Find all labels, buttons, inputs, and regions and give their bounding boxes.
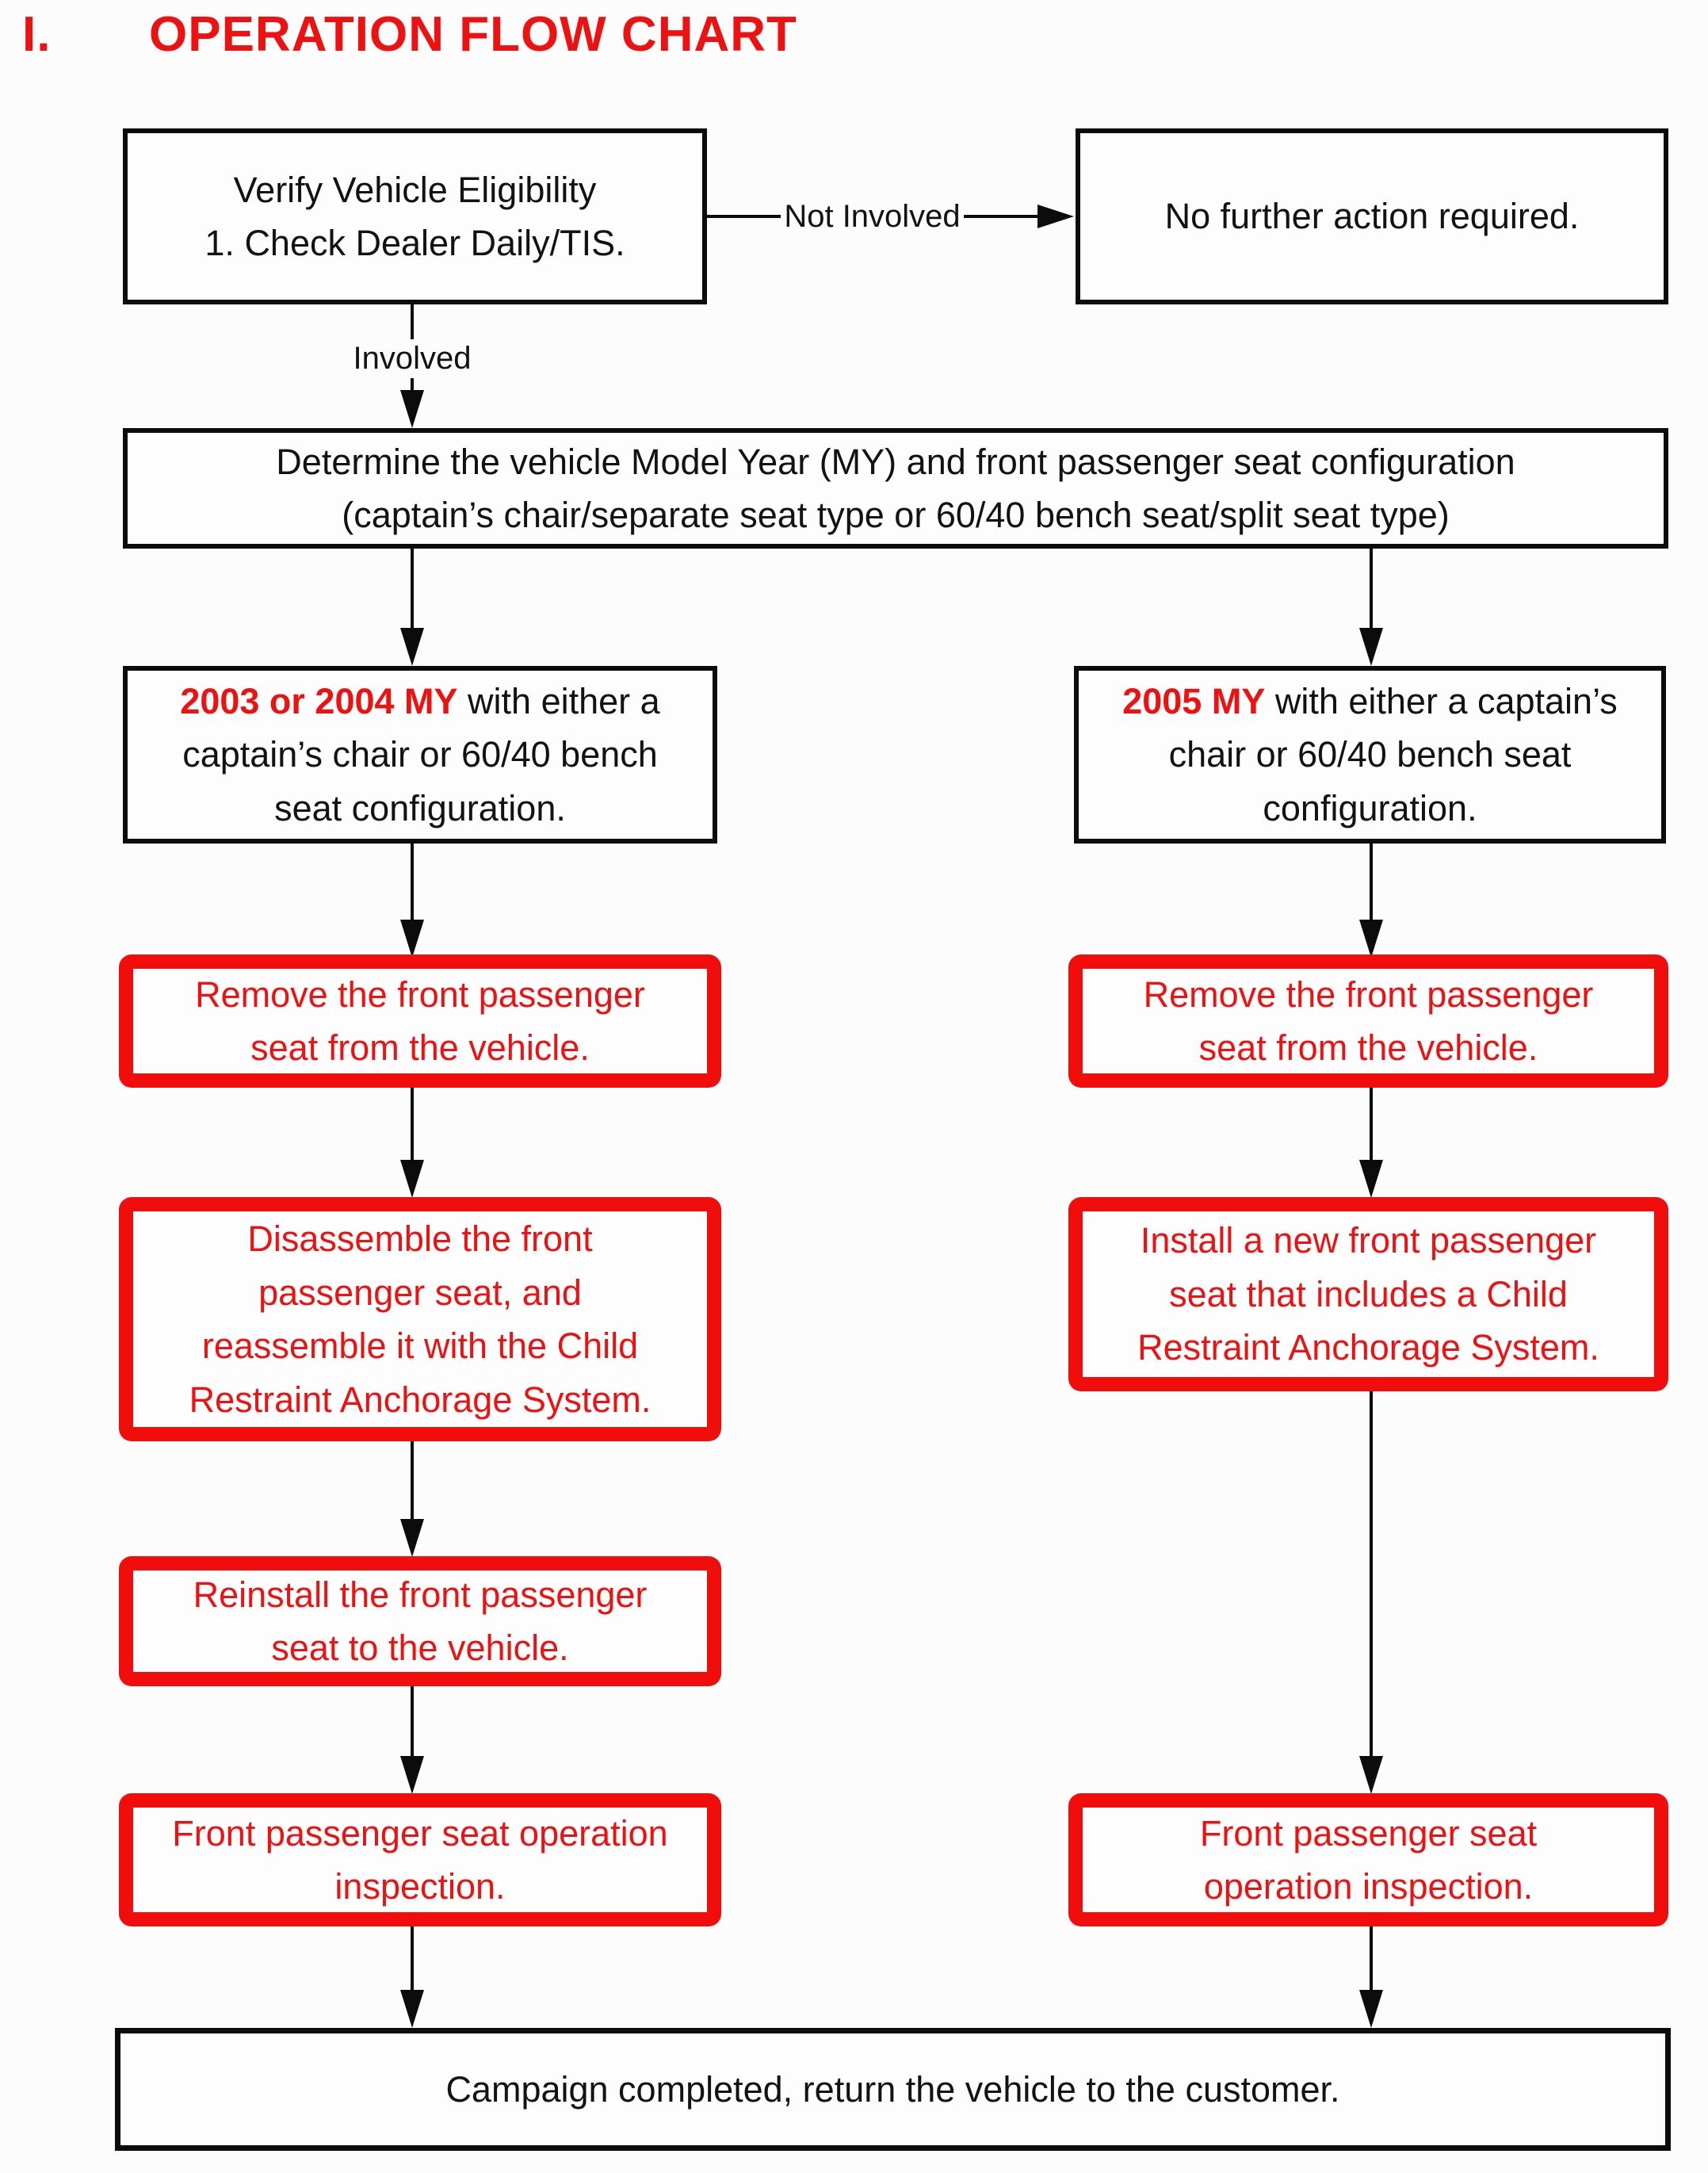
box-text-line: Verify Vehicle Eligibility xyxy=(233,169,597,210)
box-text-line: Determine the vehicle Model Year (MY) an… xyxy=(276,441,1515,482)
arrow-down-icon xyxy=(1359,1990,1383,2028)
box-text-segment: with either a captain’s xyxy=(1265,680,1618,721)
arrow-down-icon xyxy=(1359,1756,1383,1794)
box-text-line: (captain’s chair/separate seat type or 6… xyxy=(342,495,1450,535)
box-text-line: 2005 MY with either a captain’s xyxy=(1122,675,1618,729)
connector-line xyxy=(411,1926,414,1991)
connector-line-right-branch xyxy=(1370,549,1373,629)
box-text-segment: with either a xyxy=(457,680,660,721)
label-involved: Involved xyxy=(345,339,480,378)
flow-box-verify-eligibility: Verify Vehicle Eligibility 1. Check Deal… xyxy=(123,128,707,304)
box-text-line: Remove the front passenger xyxy=(195,974,645,1015)
box-text-line: Install a new front passenger xyxy=(1140,1220,1597,1261)
flow-box-right-install-new-seat: Install a new front passenger seat that … xyxy=(1068,1197,1668,1391)
section-numeral: I. xyxy=(22,7,52,62)
box-text-line: 2003 or 2004 MY with either a xyxy=(180,675,659,729)
flow-box-2003-2004-my: 2003 or 2004 MY with either a captain’s … xyxy=(123,666,717,844)
box-text-line: Restraint Anchorage System. xyxy=(1137,1327,1599,1368)
page-title-row: I. OPERATION FLOW CHART xyxy=(0,6,1708,62)
flow-box-campaign-completed: Campaign completed, return the vehicle t… xyxy=(115,2028,1671,2151)
box-text-line: No further action required. xyxy=(1164,196,1580,237)
box-text-line: seat from the vehicle. xyxy=(1198,1027,1538,1068)
arrow-down-icon xyxy=(1359,1160,1383,1198)
box-text-line: Campaign completed, return the vehicle t… xyxy=(445,2068,1340,2110)
flow-box-2005-my: 2005 MY with either a captain’s chair or… xyxy=(1074,666,1666,844)
model-year-highlight: 2003 or 2004 MY xyxy=(180,680,458,721)
arrow-down-icon xyxy=(400,920,424,958)
connector-not-involved: Not Involved xyxy=(707,197,1074,236)
arrow-down-icon xyxy=(1359,628,1383,666)
box-text-line: Restraint Anchorage System. xyxy=(189,1379,651,1420)
page-title: OPERATION FLOW CHART xyxy=(149,7,797,62)
connector-line xyxy=(411,1686,414,1758)
box-text-line: passenger seat, and xyxy=(258,1272,582,1313)
connector-line-left-branch xyxy=(411,549,414,629)
box-text-line: Front passenger seat xyxy=(1199,1812,1538,1854)
arrow-down-icon xyxy=(400,390,424,428)
box-text-line: chair or 60/40 bench seat xyxy=(1168,734,1572,775)
flow-box-right-operation-inspection: Front passenger seat operation inspectio… xyxy=(1068,1793,1668,1926)
flow-box-right-remove-seat: Remove the front passenger seat from the… xyxy=(1068,955,1668,1088)
connector-line xyxy=(1370,1391,1373,1758)
box-text-line: captain’s chair or 60/40 bench xyxy=(182,734,658,775)
box-text-line: Front passenger seat operation xyxy=(172,1812,668,1854)
box-text-line: Reinstall the front passenger xyxy=(193,1574,648,1615)
box-text-line: inspection. xyxy=(334,1866,506,1907)
box-text-line: seat from the vehicle. xyxy=(250,1027,590,1068)
connector-line xyxy=(411,844,414,921)
arrow-down-icon xyxy=(1359,920,1383,958)
box-text-line: Disassemble the front xyxy=(247,1218,593,1259)
connector-line xyxy=(963,215,1037,218)
connector-line xyxy=(1370,844,1373,921)
box-text-line: seat configuration. xyxy=(274,787,566,828)
connector-line xyxy=(1370,1088,1373,1161)
flow-box-left-remove-seat: Remove the front passenger seat from the… xyxy=(119,955,721,1088)
flow-box-no-further-action: No further action required. xyxy=(1076,128,1668,304)
box-text-line: reassemble it with the Child xyxy=(201,1326,639,1366)
box-text-line: 1. Check Dealer Daily/TIS. xyxy=(204,223,625,263)
arrow-right-icon xyxy=(1037,205,1074,228)
arrow-down-icon xyxy=(400,1519,424,1557)
box-text-line: operation inspection. xyxy=(1203,1866,1534,1907)
arrow-down-icon xyxy=(400,628,424,666)
flow-box-left-operation-inspection: Front passenger seat operation inspectio… xyxy=(119,1793,721,1926)
flow-box-determine-model-year: Determine the vehicle Model Year (MY) an… xyxy=(123,428,1668,549)
model-year-highlight: 2005 MY xyxy=(1122,680,1266,721)
flow-box-left-disassemble-reassemble: Disassemble the front passenger seat, an… xyxy=(119,1197,721,1441)
connector-line xyxy=(1370,1926,1373,1991)
box-text-line: configuration. xyxy=(1263,787,1477,828)
label-not-involved: Not Involved xyxy=(784,198,961,234)
arrow-down-icon xyxy=(400,1756,424,1794)
connector-line xyxy=(411,1088,414,1161)
arrow-down-icon xyxy=(400,1990,424,2028)
box-text-line: seat to the vehicle. xyxy=(271,1628,569,1668)
connector-line xyxy=(411,1441,414,1521)
connector-line xyxy=(707,215,781,218)
flow-box-left-reinstall-seat: Reinstall the front passenger seat to th… xyxy=(119,1556,721,1686)
box-text-line: Remove the front passenger xyxy=(1143,974,1594,1015)
box-text-line: seat that includes a Child xyxy=(1169,1273,1568,1314)
arrow-down-icon xyxy=(400,1160,424,1198)
